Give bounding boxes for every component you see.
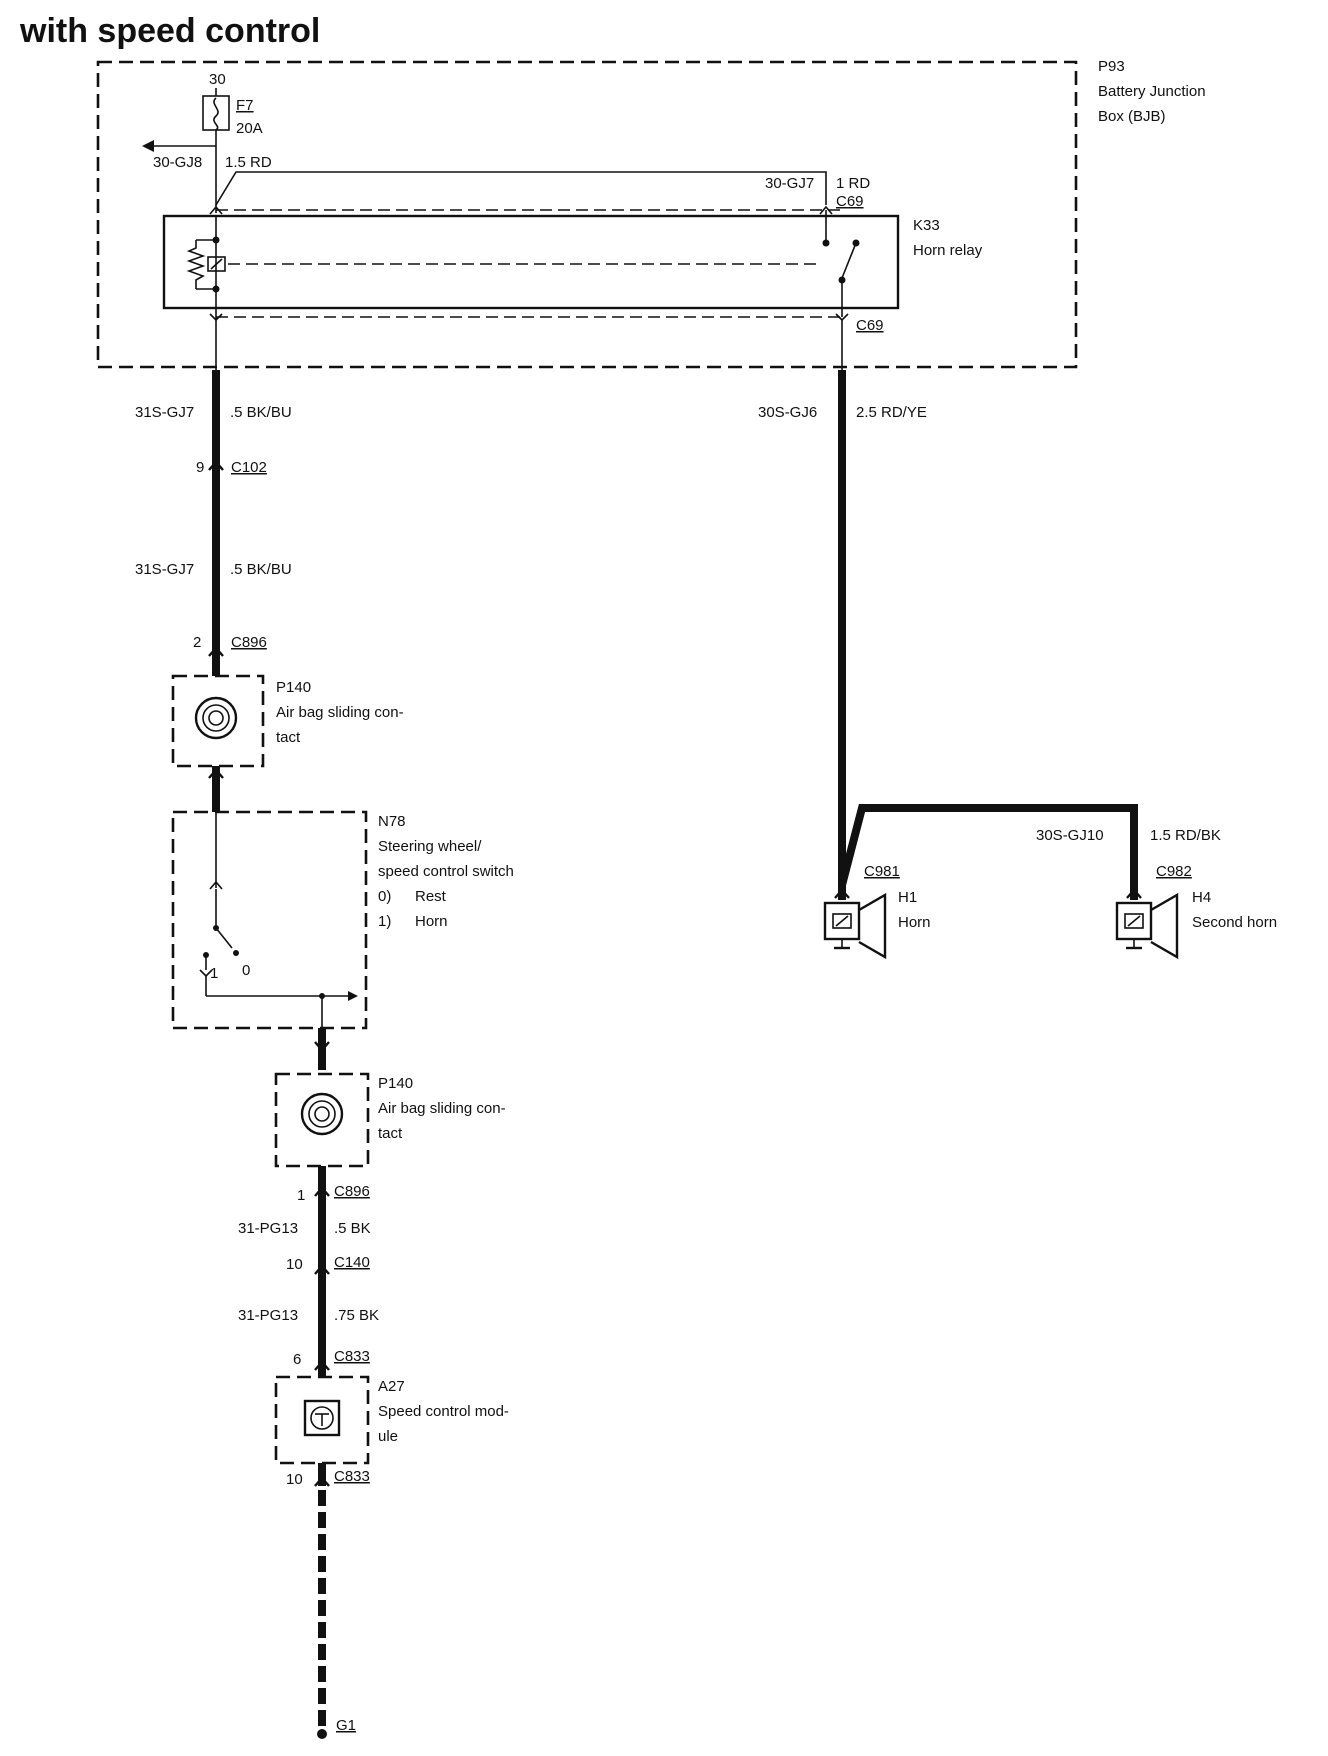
airbag-top-line1: Air bag sliding con-	[276, 704, 404, 721]
c896a-connector-icon	[208, 646, 224, 657]
relay-pin-chevron-icon	[209, 205, 223, 215]
horn2-id: H4	[1192, 889, 1211, 906]
bjb-name-line2: Box (BJB)	[1098, 108, 1166, 125]
airbag-top-id: P140	[276, 679, 311, 696]
c833b-pin: 10	[286, 1471, 303, 1488]
relay-name: Horn relay	[913, 242, 983, 259]
module-id: A27	[378, 1378, 405, 1395]
gj10-spec-label: 1.5 RD/BK	[1150, 827, 1221, 844]
s-gj7b-spec-label: .5 BK/BU	[230, 561, 292, 578]
gj7-circuit-label: 30-GJ7	[765, 175, 814, 192]
relay-coil-icon	[186, 216, 226, 308]
c896a-pin: 2	[193, 634, 201, 651]
clockspring-icon	[194, 696, 238, 740]
c833a-name: C833	[334, 1348, 370, 1365]
switch-pos0-label: Rest	[415, 888, 447, 905]
airbag-contact-top-box	[171, 674, 265, 768]
pg13b-spec-label: .75 BK	[334, 1307, 379, 1324]
pg13-spec-label: .5 BK	[334, 1220, 371, 1237]
switch-pos1-label: Horn	[415, 913, 448, 930]
c981-name: C981	[864, 863, 900, 880]
second-horn-icon	[1115, 892, 1179, 960]
switch-contact-0-label: 0	[242, 962, 250, 979]
horn1-id: H1	[898, 889, 917, 906]
airbag-contact-bottom-box	[274, 1072, 370, 1168]
s-gj7-circuit-label: 31S-GJ7	[135, 404, 194, 421]
c102-connector-icon	[208, 460, 224, 471]
module-line1: Speed control mod-	[378, 1403, 509, 1420]
switch-contact-1-label: 1	[210, 965, 218, 982]
airbag-bottom-line1: Air bag sliding con-	[378, 1100, 506, 1117]
steering-switch-box	[171, 810, 368, 1030]
switch-pos0-num: 0)	[378, 888, 391, 905]
c896b-connector-icon	[314, 1186, 330, 1197]
bjb-id: P93	[1098, 58, 1125, 75]
relay-id: K33	[913, 217, 940, 234]
relay-contact-feed-wire	[215, 171, 827, 206]
airbag-out-chevron-icon	[208, 768, 224, 779]
gj10-circuit-label: 30S-GJ10	[1036, 827, 1104, 844]
c140-pin: 10	[286, 1256, 303, 1273]
control-module-icon	[303, 1399, 341, 1437]
gj8-circuit-label: 30-GJ8	[153, 154, 202, 171]
diagram-title: with speed control	[19, 12, 320, 50]
fuse-terminal-label: 30	[209, 71, 226, 88]
c833b-connector-icon	[314, 1476, 330, 1487]
gj6-circuit-label: 30S-GJ6	[758, 404, 817, 421]
s-gj7b-circuit-label: 31S-GJ7	[135, 561, 194, 578]
gj6-spec-label: 2.5 RD/YE	[856, 404, 927, 421]
switch-pos1-num: 1)	[378, 913, 391, 930]
ground-point-icon	[317, 1729, 327, 1739]
relay-pin-chevron-icon	[819, 205, 833, 215]
horn2-name: Second horn	[1192, 914, 1277, 931]
c833a-connector-icon	[314, 1360, 330, 1371]
c140-name: C140	[334, 1254, 370, 1271]
horn-icon	[823, 892, 887, 960]
switch-out-chevron-icon	[314, 1041, 330, 1052]
c833b-name: C833	[334, 1468, 370, 1485]
horn1-name: Horn	[898, 914, 931, 931]
switch-line1: Steering wheel/	[378, 838, 482, 855]
horn-relay-box	[162, 214, 900, 310]
clockspring-icon	[300, 1092, 344, 1136]
relay-bottom-connector: C69	[856, 317, 884, 334]
airbag-bottom-line2: tact	[378, 1125, 403, 1142]
gj8-arrow-icon	[142, 140, 154, 152]
pg13-circuit-label: 31-PG13	[238, 1220, 298, 1237]
c896a-name: C896	[231, 634, 267, 651]
gj7-spec-label: 1 RD	[836, 175, 870, 192]
gj10-wire	[838, 804, 1138, 900]
s-gj7-spec-label: .5 BK/BU	[230, 404, 292, 421]
c982-connector-icon	[1126, 888, 1142, 899]
c981-connector-icon	[834, 888, 850, 899]
c896b-pin: 1	[297, 1187, 305, 1204]
relay-switch-contact-icon	[822, 210, 860, 317]
c982-name: C982	[1156, 863, 1192, 880]
switch-line2: speed control switch	[378, 863, 514, 880]
module-line2: ule	[378, 1428, 398, 1445]
switch-id: N78	[378, 813, 406, 830]
gj8-spec-label: 1.5 RD	[225, 154, 272, 171]
c140-connector-icon	[314, 1264, 330, 1275]
c102-name: C102	[231, 459, 267, 476]
airbag-top-line2: tact	[276, 729, 301, 746]
fuse-symbol	[202, 95, 230, 131]
bjb-name-line1: Battery Junction	[1098, 83, 1206, 100]
relay-top-connector: C69	[836, 193, 864, 210]
bjb-boundary	[96, 60, 1078, 369]
c896b-name: C896	[334, 1183, 370, 1200]
c102-pin: 9	[196, 459, 204, 476]
airbag-bottom-id: P140	[378, 1075, 413, 1092]
c833a-pin: 6	[293, 1351, 301, 1368]
fuse-rating: 20A	[236, 120, 263, 137]
horn-switch-contact-icon	[199, 812, 358, 1001]
fuse-id: F7	[236, 97, 254, 114]
pg13b-circuit-label: 31-PG13	[238, 1307, 298, 1324]
ground-name: G1	[336, 1717, 356, 1734]
